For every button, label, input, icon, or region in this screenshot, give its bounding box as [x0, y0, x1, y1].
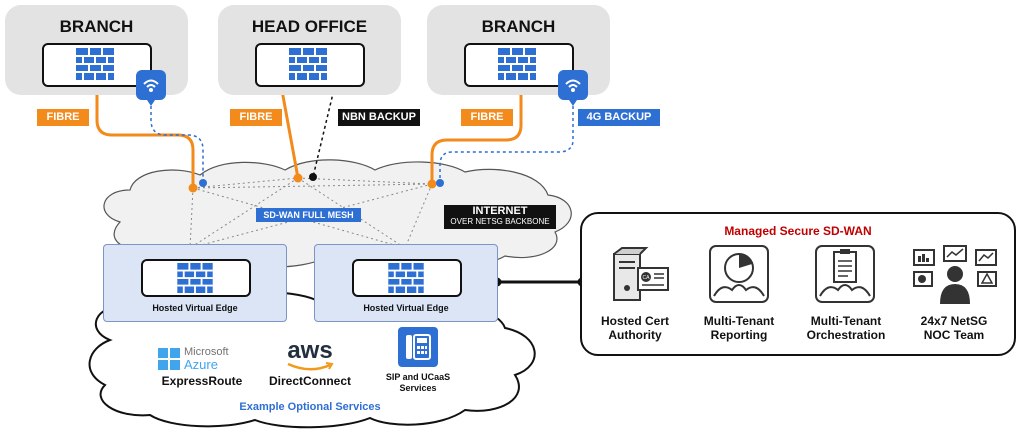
firewall-device[interactable]: [255, 43, 365, 87]
fibre-links: [95, 84, 523, 188]
aws-logo-text: aws: [287, 337, 333, 364]
managed-item-label: 24x7 NetSG NOC Team: [902, 314, 1006, 342]
backup-link-nbn: [312, 84, 336, 178]
managed-item-label: Multi-Tenant Reporting: [692, 314, 786, 342]
hosted-virtual-edge[interactable]: Hosted Virtual Edge: [103, 244, 287, 322]
clipboard-icon: [815, 245, 875, 303]
wifi-router-icon[interactable]: [558, 70, 588, 106]
edge-label: Hosted Virtual Edge: [152, 303, 238, 313]
certificate-server-icon: CA: [613, 247, 669, 301]
managed-item-label: Hosted Cert Authority: [590, 314, 680, 342]
managed-item-line1: 24x7 NetSG: [920, 314, 988, 328]
4g-junction: [199, 179, 207, 187]
expressroute-label: ExpressRoute: [161, 374, 243, 388]
fibre-tag: FIBRE: [461, 109, 513, 126]
managed-item-line2: Reporting: [710, 328, 768, 342]
managed-item-line1: Hosted Cert: [600, 314, 669, 328]
pie-chart-icon: [709, 245, 769, 303]
4g-junction: [436, 179, 444, 187]
backup-link-4g-right: [439, 100, 574, 183]
site-branch-left: BRANCH: [5, 5, 188, 95]
azure-logo-bottom: Azure: [184, 357, 218, 372]
windows-logo-icon: [158, 348, 180, 370]
firewall-device: [352, 259, 462, 297]
site-title: BRANCH: [59, 17, 134, 36]
fibre-junction: [293, 173, 303, 183]
site-title: HEAD OFFICE: [251, 17, 368, 36]
internet-title: INTERNET: [472, 205, 528, 217]
internet-tag: INTERNET OVER NETSG BACKBONE: [444, 205, 556, 229]
services-caption: Example Optional Services: [239, 401, 381, 413]
fibre-junction: [427, 179, 437, 189]
firewall-device[interactable]: [42, 43, 152, 87]
managed-item-line2: NOC Team: [923, 328, 985, 342]
azure-logo: Microsoft Azure: [158, 346, 248, 372]
sip-label-line2: Services: [399, 383, 437, 393]
directconnect-label: DirectConnect: [268, 374, 351, 388]
managed-item-line2: Authority: [608, 328, 662, 342]
firewall-icon: [289, 48, 327, 80]
managed-sdwan-panel: Managed Secure SD-WAN CA Hosted Cert Aut…: [580, 212, 1016, 356]
managed-title: Managed Secure SD-WAN: [724, 224, 872, 238]
fibre-tag: FIBRE: [37, 109, 89, 126]
sip-label: SIP and UCaaS Services: [372, 372, 464, 394]
fibre-junction: [188, 183, 198, 193]
firewall-icon: [76, 48, 114, 80]
site-head-office: HEAD OFFICE: [218, 5, 401, 95]
nbn-backup-tag: NBN BACKUP: [338, 109, 420, 126]
site-title: BRANCH: [481, 17, 556, 36]
managed-item-line2: Orchestration: [806, 328, 886, 342]
fibre-tag: FIBRE: [230, 109, 282, 126]
wifi-router-icon[interactable]: [136, 70, 166, 106]
firewall-icon: [176, 263, 214, 293]
noc-operator-icon: [913, 245, 997, 304]
firewall-icon: [387, 263, 425, 293]
internet-subtitle: OVER NETSG BACKBONE: [450, 217, 550, 226]
sip-label-line1: SIP and UCaaS: [385, 372, 451, 382]
edge-label: Hosted Virtual Edge: [363, 303, 449, 313]
4g-backup-tag: 4G BACKUP: [578, 109, 660, 126]
hosted-virtual-edge[interactable]: Hosted Virtual Edge: [314, 244, 498, 322]
svg-text:CA: CA: [643, 275, 651, 281]
managed-item-line1: Multi-Tenant: [703, 314, 775, 328]
managed-item-label: Multi-Tenant Orchestration: [796, 314, 896, 342]
aws-smile-icon: [287, 362, 334, 371]
firewall-device: [141, 259, 251, 297]
backup-link-4g-left: [150, 100, 204, 183]
voip-phone-icon: [398, 327, 438, 367]
sd-wan-mesh-tag: SD-WAN FULL MESH: [256, 208, 361, 222]
aws-logo: aws: [278, 338, 342, 374]
nbn-junction: [309, 173, 317, 181]
firewall-device[interactable]: [464, 43, 574, 87]
firewall-icon: [498, 48, 536, 80]
azure-logo-top: Microsoft: [184, 346, 229, 358]
managed-item-line1: Multi-Tenant: [810, 314, 882, 328]
